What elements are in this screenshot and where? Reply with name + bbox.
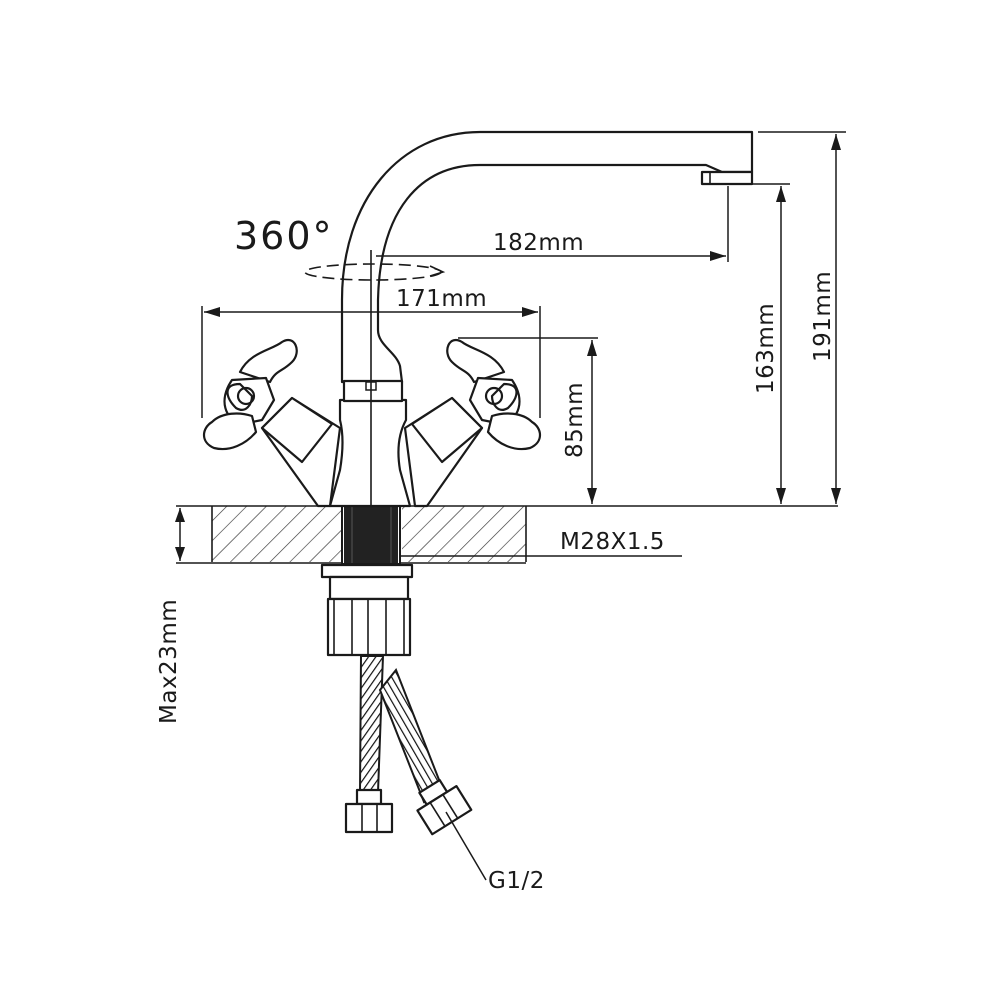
dim-handle-span [201, 306, 541, 418]
dim-spout-reach-label: 182mm [493, 230, 584, 256]
right-cross-handle [446, 339, 542, 451]
dim-max-thickness [175, 508, 185, 561]
dim-outlet-height-label: 163mm [753, 303, 779, 394]
countertop-section [176, 505, 838, 564]
threaded-shank [341, 505, 401, 565]
thread-spec-label: M28X1.5 [560, 529, 665, 555]
mounting-nut [320, 563, 414, 657]
flexible-hoses [344, 655, 487, 881]
dim-spout-reach [376, 186, 729, 262]
dim-outlet-height [712, 183, 790, 504]
faucet-body [260, 396, 484, 508]
dim-max-thickness-label: Max23mm [156, 599, 182, 724]
swivel-spout [340, 130, 754, 403]
dim-body-height-label: 85mm [562, 382, 588, 458]
left-cross-handle [202, 339, 298, 451]
swivel-indicator [304, 263, 446, 281]
rotation-label: 360° [234, 214, 334, 258]
dim-body-height [458, 337, 598, 504]
hose-connection-label: G1/2 [488, 868, 545, 894]
dim-total-height-label: 191mm [810, 271, 836, 362]
dim-handle-span-label: 171mm [396, 286, 487, 312]
dim-total-height [758, 131, 846, 504]
